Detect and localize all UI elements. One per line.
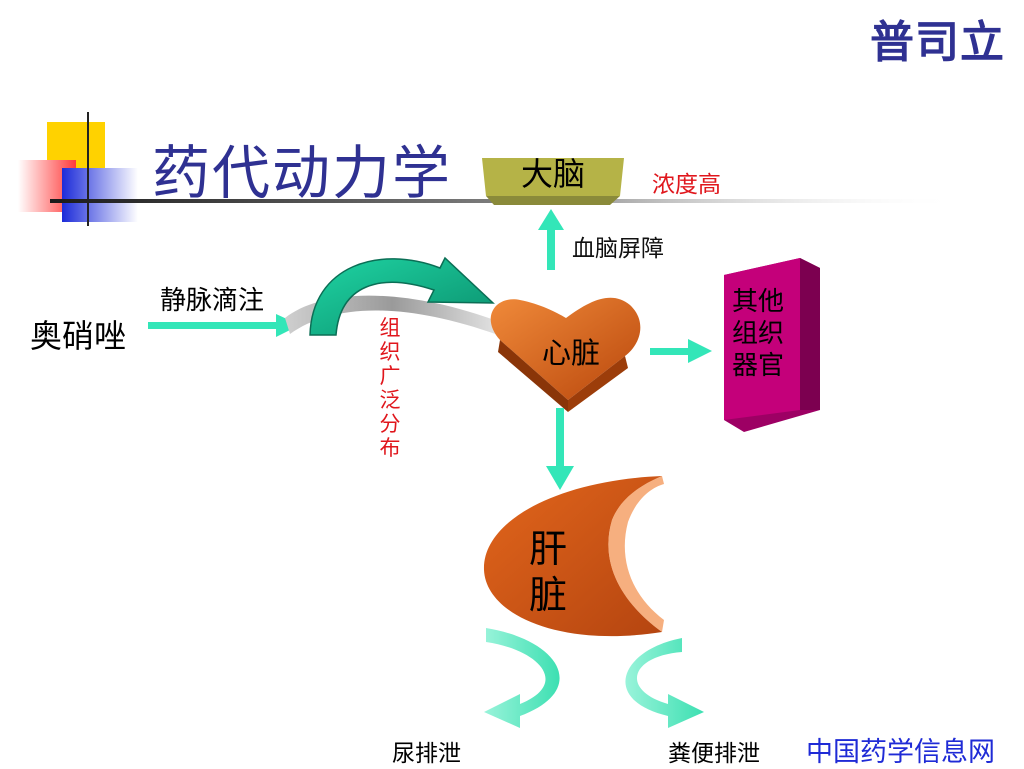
- brain-note: 浓度高: [652, 172, 721, 198]
- page-title: 药代动力学: [152, 139, 453, 207]
- urine-excretion-label: 尿排泄: [392, 741, 461, 767]
- brand-logo-text: 普司立: [870, 17, 1005, 68]
- brain-label: 大脑: [520, 155, 585, 193]
- title-ornament-icon: [18, 112, 138, 226]
- arrow-to-brain-icon: [538, 209, 564, 270]
- source-credit: 中国药学信息网: [806, 737, 995, 768]
- tissues-box: [724, 258, 820, 432]
- barrier-label: 血脑屏障: [572, 236, 664, 262]
- heart-label: 心脏: [542, 336, 601, 370]
- liver-shape-icon: [483, 476, 664, 637]
- tissues-label: 其他组织器官: [732, 287, 785, 381]
- distribution-arc-arrow-icon: [309, 256, 495, 336]
- fecal-excretion-label: 粪便排泄: [668, 741, 760, 767]
- arrow-to-liver-icon: [546, 408, 574, 490]
- drug-label: 奥硝唑: [30, 317, 127, 355]
- arrow-to-tissues-icon: [650, 339, 712, 363]
- brain-box: [482, 158, 624, 205]
- heart-shape-icon: [490, 297, 641, 412]
- distribution-label: 组织广泛分布: [379, 316, 401, 460]
- urine-excretion-arrow-icon: [484, 628, 560, 728]
- route-label: 静脉滴注: [160, 286, 265, 316]
- liver-label: 肝脏: [529, 527, 568, 617]
- infusion-arrow-icon: [148, 314, 300, 337]
- fecal-excretion-arrow-icon: [625, 638, 704, 728]
